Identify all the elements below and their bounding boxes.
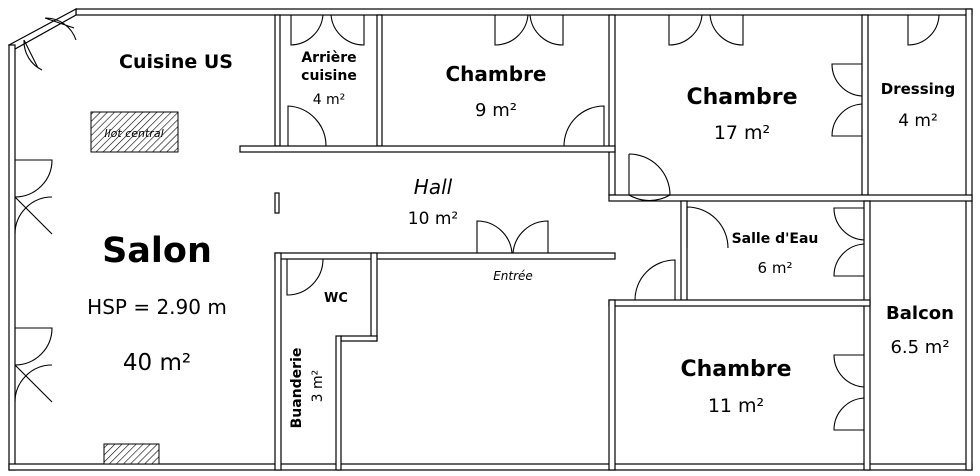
window-corner-icon (23, 39, 43, 71)
wall-chambre9-chambre17 (608, 14, 616, 196)
buanderie-name: Buanderie (289, 348, 305, 429)
salle-eau-area: 6 m² (758, 259, 793, 277)
wall-stub (274, 192, 280, 214)
wall-buanderie-left (274, 252, 282, 471)
window-dressing-icon (907, 14, 940, 46)
wall-corner-diagonal (7, 7, 77, 50)
wall-hall-bottom (274, 252, 616, 260)
window-chambre17-right-icon (831, 63, 863, 137)
wall-arriere-chambre9 (376, 14, 383, 147)
window-chambre17-icon (668, 14, 744, 46)
door-salle-eau-icon (686, 206, 729, 249)
cuisine-name: Cuisine US (119, 51, 233, 73)
door-chambre9-icon (563, 105, 605, 147)
chambre11-name: Chambre (680, 357, 791, 382)
chambre17-name: Chambre (686, 85, 797, 110)
wall-buanderie-inner (335, 335, 342, 471)
entree-label: Entrée (493, 269, 533, 283)
window-chambre9-icon (494, 14, 564, 46)
island-label: Ilot central (104, 127, 163, 140)
door-arriere-icon (287, 105, 327, 147)
hall-name: Hall (414, 175, 453, 199)
wall-chambre17-bottom (608, 194, 973, 202)
door-wc-icon (286, 258, 324, 296)
buanderie-area: 3 m² (310, 370, 326, 403)
salon-hsp: HSP = 2.90 m (87, 295, 227, 319)
wall-hall-top (239, 145, 616, 153)
arriere-name-1: Arrière (301, 50, 356, 66)
salon-fireplace (103, 443, 160, 465)
chambre11-area: 11 m² (708, 395, 764, 417)
wall-salle-eau-balcon (863, 200, 871, 471)
wc-name: WC (324, 291, 348, 306)
salon-name: Salon (102, 231, 212, 271)
labels: Cuisine US Ilot central Arrière cuisine … (87, 50, 955, 428)
window-salle-eau-icon (833, 207, 865, 277)
salle-eau-name: Salle d'Eau (732, 231, 819, 247)
chambre9-name: Chambre (446, 62, 547, 86)
arriere-area: 4 m² (313, 92, 346, 108)
door-entree-icon (476, 220, 549, 254)
hall-area: 10 m² (408, 209, 458, 229)
wall-right (965, 8, 973, 471)
salon-area: 40 m² (123, 350, 191, 376)
wall-buanderie-step (340, 335, 378, 342)
window-chambre11-icon (833, 354, 865, 431)
wall-chambre11-top (608, 299, 871, 307)
window-salon-top-icon (14, 159, 53, 235)
wall-cuisine-arriere (274, 14, 281, 147)
doors (14, 14, 940, 431)
chambre17-area: 17 m² (714, 122, 770, 144)
wall-chambre17-dressing (861, 14, 869, 196)
door-chambre17-icon (628, 153, 671, 201)
wall-chambre11-left (608, 299, 616, 471)
walls (7, 7, 973, 471)
window-arriere-icon (290, 14, 365, 46)
balcon-area: 6.5 m² (890, 337, 949, 358)
wall-salle-eau-left (680, 200, 688, 306)
arriere-name-2: cuisine (301, 68, 357, 84)
wall-left (8, 44, 16, 471)
wall-top (75, 8, 973, 16)
wall-bottom (8, 463, 973, 471)
chambre9-area: 9 m² (475, 100, 517, 121)
door-chambre11-icon (634, 259, 676, 301)
window-salon-bottom-icon (14, 327, 53, 403)
kitchen-island (90, 111, 179, 153)
dressing-area: 4 m² (898, 111, 938, 131)
wall-wc-right (370, 252, 378, 342)
balcon-name: Balcon (886, 303, 954, 324)
dressing-name: Dressing (881, 80, 955, 98)
